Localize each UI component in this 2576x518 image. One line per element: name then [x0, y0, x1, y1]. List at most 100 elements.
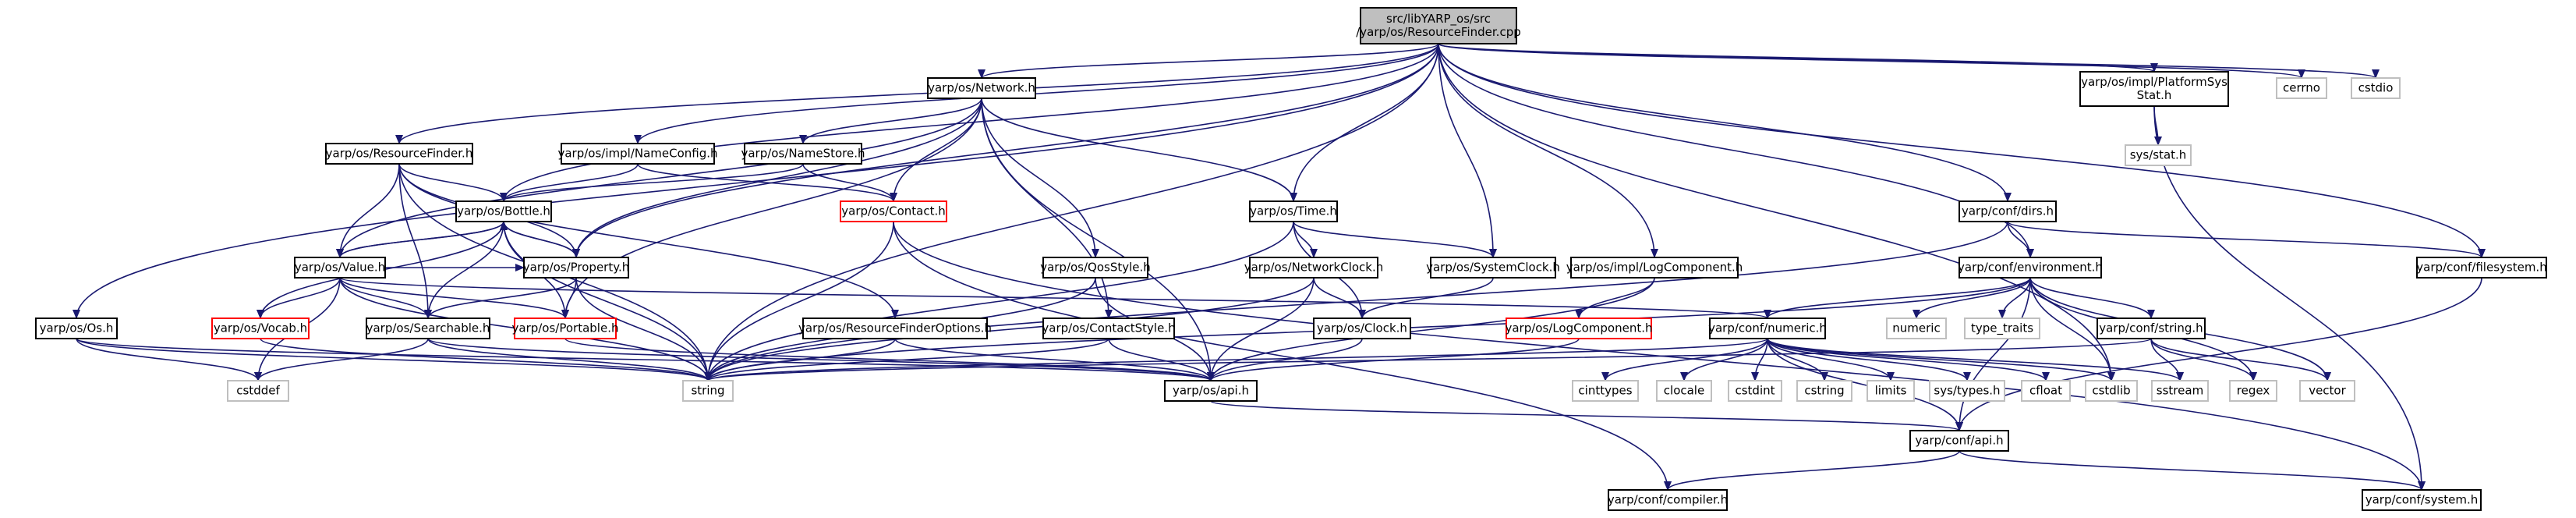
node-yarp-os-portable-h[interactable]: yarp/os/Portable.h	[512, 318, 619, 339]
node-label: yarp/os/Clock.h	[1317, 321, 1407, 335]
node-label: yarp/os/NetworkClock.h	[1244, 261, 1384, 275]
edge-network_h-to-value_h	[336, 98, 982, 258]
edge-time_h-to-systemclock_h	[1293, 221, 1497, 258]
edge-contact_h-to-compiler_h	[893, 221, 1672, 491]
node-box	[1959, 200, 2057, 222]
node-label: vector	[2309, 384, 2346, 398]
node-box	[1430, 257, 1556, 279]
node-yarp-os-value-h[interactable]: yarp/os/Value.h	[294, 257, 386, 279]
node-box	[1929, 380, 2005, 402]
edge-network_h-to-time_h	[981, 98, 1297, 202]
node-yarp-os-api-h[interactable]: yarp/os/api.h	[1164, 380, 1258, 402]
node-cstddef: cstddef	[227, 380, 289, 402]
node-box	[1709, 318, 1826, 339]
edge-numeric_h-to-cstdlib	[1767, 338, 2115, 381]
node-yarp-os-time-h[interactable]: yarp/os/Time.h	[1249, 200, 1338, 222]
node-box	[455, 200, 552, 222]
edge-numeric_h-to-limits	[1767, 338, 1895, 381]
node-box	[2276, 77, 2327, 99]
edge-os_api_h-to-conf_api_h	[1210, 400, 1963, 431]
node-yarp-conf-numeric-h[interactable]: yarp/conf/numeric.h	[1708, 318, 1827, 339]
node-label: cstdio	[2358, 81, 2394, 95]
node-label: yarp/os/Property.h	[523, 261, 629, 275]
edge-layer	[73, 43, 2486, 491]
node-yarp-conf-system-h[interactable]: yarp/conf/system.h	[2362, 489, 2482, 511]
node-label: yarp/os/Contact.h	[841, 204, 946, 218]
node-yarp-conf-string-h[interactable]: yarp/conf/string.h	[2097, 318, 2206, 339]
edge-rfoptions_h-to-os_api_h	[894, 338, 1215, 381]
node-label: /yarp/os/ResourceFinder.cpp	[1356, 25, 1521, 39]
node-yarp-os-impl-nameconfig-h[interactable]: yarp/os/impl/NameConfig.h	[557, 143, 718, 165]
node-yarp-conf-dirs-h[interactable]: yarp/conf/dirs.h	[1959, 200, 2057, 222]
node-label: sys/stat.h	[2130, 148, 2187, 162]
edge-contactstyle_h-to-string	[704, 338, 1109, 381]
node-yarp-os-searchable-h[interactable]: yarp/os/Searchable.h	[366, 318, 490, 339]
edge-environment_h-to-conf_api_h	[1955, 277, 2031, 431]
node-src-libyarp-os-src-yarp-os-resourcefinder-cpp[interactable]: src/libYARP_os/src/yarp/os/ResourceFinde…	[1356, 7, 1521, 44]
edge-resourcefinder_h-to-rfoptions_h	[398, 163, 899, 319]
edge-conf_api_h-to-system_h	[1959, 450, 2426, 491]
node-box	[227, 380, 289, 402]
node-label: yarp/os/Portable.h	[512, 321, 619, 335]
node-cstdlib: cstdlib	[2085, 380, 2138, 402]
node-box	[1313, 318, 1411, 339]
node-yarp-os-systemclock-h[interactable]: yarp/os/SystemClock.h	[1426, 257, 1560, 279]
node-yarp-os-clock-h[interactable]: yarp/os/Clock.h	[1313, 318, 1411, 339]
edge-time_h-to-string	[704, 221, 1294, 381]
edge-root-to-dirs_h	[1438, 43, 2012, 202]
edge-clock_h-to-os_api_h	[1207, 338, 1363, 381]
node-yarp-os-impl-logcomponent-h[interactable]: yarp/os/impl/LogComponent.h	[1566, 257, 1743, 279]
edge-root-to-resourcefinder_h	[395, 43, 1439, 144]
edge-networkclock_h-to-clock_h	[1313, 277, 1366, 319]
node-label: sys/types.h	[1934, 384, 2000, 398]
node-label: numeric	[1892, 321, 1940, 335]
node-yarp-os-network-h[interactable]: yarp/os/Network.h	[927, 77, 1036, 99]
edge-value_h-to-numeric_h	[339, 277, 1771, 319]
edge-root-to-nameconfig_h	[634, 43, 1439, 144]
edge-root-to-cstdio	[1438, 43, 2380, 79]
node-cstdio: cstdio	[2351, 77, 2401, 99]
node-yarp-os-resourcefinderoptions-h[interactable]: yarp/os/ResourceFinderOptions.h	[798, 318, 992, 339]
edge-contactstyle_h-to-os_api_h	[1108, 338, 1215, 381]
edge-logcomponent_impl_h-to-logcomponent_h	[1575, 277, 1655, 319]
node-label: yarp/os/Network.h	[928, 81, 1035, 95]
node-yarp-conf-compiler-h[interactable]: yarp/conf/compiler.h	[1608, 489, 1728, 511]
node-yarp-os-namestore-h[interactable]: yarp/os/NameStore.h	[741, 143, 865, 165]
node-box	[1506, 318, 1652, 339]
node-box	[2125, 144, 2192, 166]
node-yarp-conf-filesystem-h[interactable]: yarp/conf/filesystem.h	[2416, 257, 2547, 279]
edge-portable_h-to-os_api_h	[564, 338, 1215, 381]
node-box	[2362, 489, 2482, 511]
node-yarp-os-contact-h[interactable]: yarp/os/Contact.h	[840, 200, 947, 222]
edge-os_h-to-string	[76, 338, 712, 381]
node-label: yarp/os/NameStore.h	[741, 147, 865, 161]
node-yarp-os-property-h[interactable]: yarp/os/Property.h	[523, 257, 629, 279]
node-yarp-os-bottle-h[interactable]: yarp/os/Bottle.h	[455, 200, 552, 222]
node-label: sstream	[2157, 384, 2203, 398]
node-yarp-os-qosstyle-h[interactable]: yarp/os/QosStyle.h	[1040, 257, 1151, 279]
node-yarp-os-resourcefinder-h[interactable]: yarp/os/ResourceFinder.h	[325, 143, 473, 165]
node-yarp-os-networkclock-h[interactable]: yarp/os/NetworkClock.h	[1244, 257, 1384, 279]
node-box	[561, 143, 715, 165]
node-yarp-os-contactstyle-h[interactable]: yarp/os/ContactStyle.h	[1042, 318, 1176, 339]
node-label: src/libYARP_os/src	[1386, 12, 1491, 27]
node-yarp-conf-api-h[interactable]: yarp/conf/api.h	[1909, 430, 2009, 452]
edge-os_h-to-cstddef	[76, 338, 262, 381]
edge-root-to-network_h	[978, 43, 1439, 79]
node-label: cstdint	[1735, 384, 1775, 398]
node-box	[1886, 318, 1947, 339]
node-box	[802, 318, 988, 339]
node-box	[1959, 257, 2102, 279]
node-yarp-conf-environment-h[interactable]: yarp/conf/environment.h	[1958, 257, 2103, 279]
node-yarp-os-logcomponent-h[interactable]: yarp/os/LogComponent.h	[1505, 318, 1653, 339]
node-layer: src/libYARP_os/src/yarp/os/ResourceFinde…	[35, 7, 2547, 511]
node-label: yarp/os/Bottle.h	[457, 204, 550, 218]
node-numeric: numeric	[1886, 318, 1947, 339]
node-box	[1728, 380, 1782, 402]
node-cerrno: cerrno	[2276, 77, 2327, 99]
node-string: string	[682, 380, 734, 402]
node-yarp-os-os-h[interactable]: yarp/os/Os.h	[35, 318, 118, 339]
node-yarp-os-vocab-h[interactable]: yarp/os/Vocab.h	[211, 318, 310, 339]
node-box	[523, 257, 629, 279]
